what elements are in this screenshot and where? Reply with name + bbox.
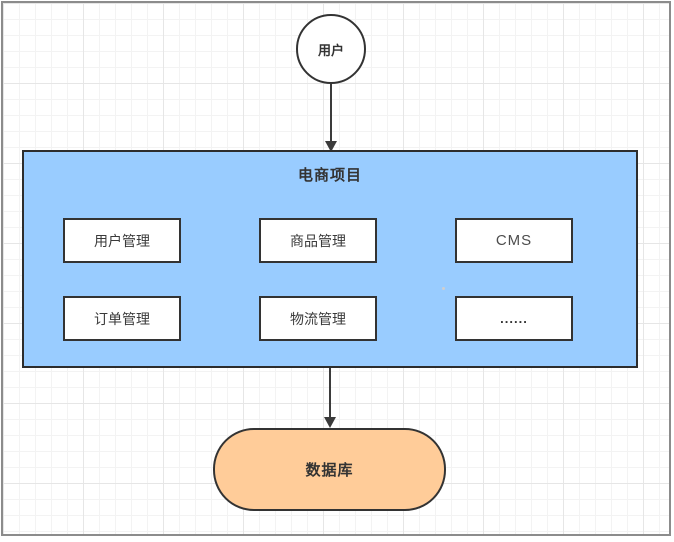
arrowhead-down-icon [325, 141, 337, 152]
module-cms[interactable]: CMS [455, 218, 573, 263]
database-node-label: 数据库 [305, 462, 354, 479]
module-label: ...... [500, 311, 528, 326]
stray-dot [442, 287, 445, 290]
module-logistics-management[interactable]: 物流管理 [259, 296, 377, 341]
user-node-label: 用户 [317, 42, 344, 58]
arrowhead-down-icon [324, 417, 336, 428]
project-title: 电商项目 [297, 167, 362, 184]
module-label: 物流管理 [290, 310, 346, 327]
module-label: 用户管理 [94, 232, 150, 249]
module-order-management[interactable]: 订单管理 [63, 296, 181, 341]
user-node[interactable]: 用户 [296, 14, 366, 84]
connector-line [330, 84, 332, 142]
module-ellipsis[interactable]: ...... [455, 296, 573, 341]
module-product-management[interactable]: 商品管理 [259, 218, 377, 263]
module-label: 订单管理 [94, 310, 150, 327]
connector-project-to-database[interactable] [324, 368, 336, 428]
project-container-node[interactable]: 电商项目 用户管理 商品管理 CMS 订单管理 物流管理 ...... [22, 150, 638, 368]
module-user-management[interactable]: 用户管理 [63, 218, 181, 263]
database-node[interactable]: 数据库 [213, 428, 446, 511]
module-label: 商品管理 [290, 232, 346, 249]
connector-user-to-project[interactable] [325, 84, 337, 152]
connector-line [329, 368, 331, 418]
module-label: CMS [495, 232, 533, 249]
